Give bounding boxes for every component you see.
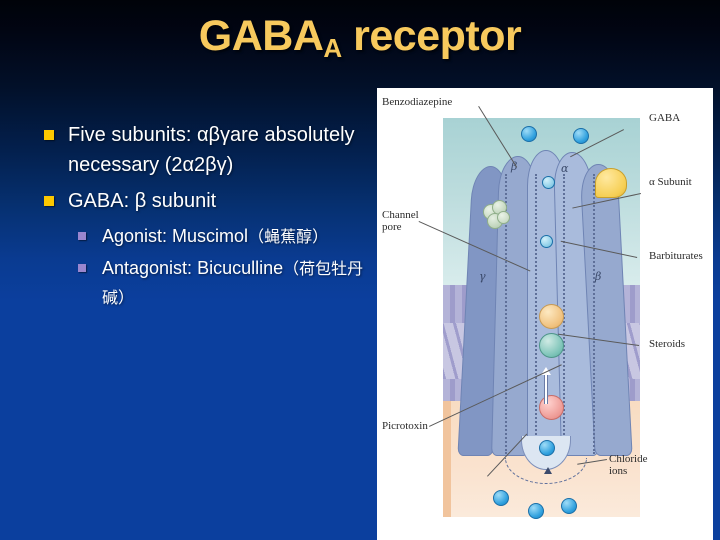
benzodiazepine-ligand-blob (497, 211, 510, 224)
chloride-ion (540, 235, 553, 248)
chloride-ion (493, 490, 509, 506)
title-main: GABA (198, 12, 324, 60)
sub-bullet-text: Agonist: Muscimol (102, 226, 249, 246)
bullet-list: Five subunits: αβγare absolutely necessa… (40, 120, 380, 315)
chloride-ion (528, 503, 544, 519)
subunit-glyph-beta-mid: β (595, 270, 602, 283)
title-subscript: A (323, 33, 342, 63)
figure-label-benzodiazepine: Benzodiazepine (382, 96, 453, 108)
bullet-item-antagonist: Antagonist: Bicuculline（荷包牡丹碱） (76, 254, 380, 312)
subunit-divider (535, 174, 537, 454)
sub-bullet-marker-square-icon (78, 232, 86, 240)
subunit-divider (593, 174, 595, 454)
bullet-text: GABA: β subunit (68, 190, 217, 212)
subunit-divider (505, 174, 507, 454)
figure-label-chloride-ions: Chloride ions (609, 453, 648, 477)
bullet-marker-square-icon (44, 130, 54, 140)
chloride-ion (561, 498, 577, 514)
subunit-glyph-gamma-mid: γ (479, 270, 486, 283)
figure-label-gaba: GABA (649, 112, 681, 124)
figure-label-barbiturates: Barbiturates (649, 250, 703, 262)
steroid-ligand-blob (539, 333, 564, 358)
subunit-glyph-beta-top: β (511, 160, 518, 173)
barbiturate-ligand-blob (539, 304, 564, 329)
chloride-ion (542, 176, 555, 189)
bullet-marker-square-icon (44, 196, 54, 206)
subunit-divider (563, 174, 565, 454)
sub-bullet-text-cjk: （蝇蕉醇） (248, 227, 329, 246)
gaba-ligand-blob (595, 168, 627, 198)
chloride-ion (521, 126, 537, 142)
figure-label-picrotoxin: Picrotoxin (382, 420, 428, 432)
title-rest: receptor (341, 12, 522, 60)
cytoplasm-edge (443, 401, 451, 517)
figure-label-channel-pore: Channel pore (382, 209, 419, 233)
figure-inner: β α γ β (377, 88, 713, 540)
gaba-receptor-figure: β α γ β (377, 88, 713, 540)
sub-bullet-text: Antagonist: Bicuculline (102, 258, 284, 278)
bullet-item-subunits: Five subunits: αβγare absolutely necessa… (40, 120, 380, 180)
sub-bullet-marker-square-icon (78, 264, 86, 272)
page-title: GABAA receptor (0, 12, 720, 61)
figure-label-steroids: Steroids (649, 338, 686, 350)
receptor-complex: β α γ β (443, 118, 640, 519)
chloride-ion (539, 440, 555, 456)
bullet-item-agonist: Agonist: Muscimol（蝇蕉醇） (76, 222, 380, 251)
bullet-item-gaba-beta: GABA: β subunit (40, 186, 380, 216)
sub-bullet-text-cjk: （荷包牡丹碱） (102, 259, 364, 307)
ion-flow-arrow-icon (541, 367, 551, 404)
figure-label-alpha-subunit: α Subunit (649, 176, 692, 188)
chloride-ion (573, 128, 589, 144)
bullet-text: Five subunits: αβγare absolutely necessa… (68, 124, 355, 176)
subunit-glyph-alpha-top: α (561, 162, 569, 175)
ion-entry-arrow-icon (544, 467, 552, 474)
picrotoxin-ligand-blob (539, 395, 564, 420)
